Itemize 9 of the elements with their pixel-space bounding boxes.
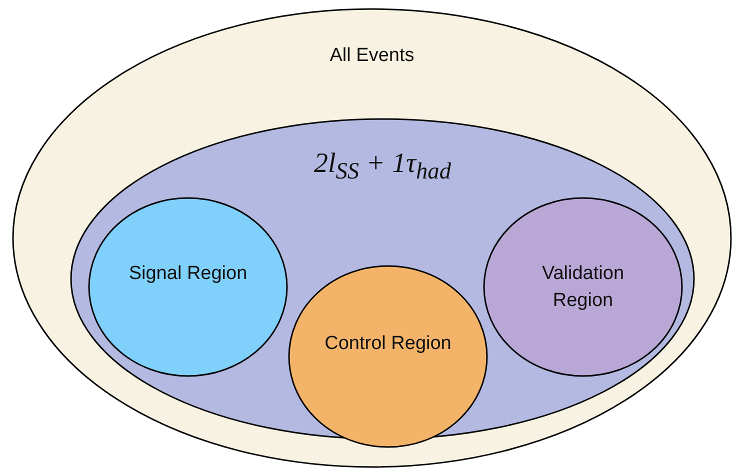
validation-region-circle (483, 197, 683, 377)
formula-label: 2l$_{SS}$ + 1τ$_{had}$ (312, 148, 452, 186)
signal-region-circle (88, 197, 288, 377)
outer-ellipse (12, 8, 732, 468)
region-label: Signal Region (128, 262, 248, 286)
control-region-circle (288, 265, 488, 448)
region-label: All Events (328, 44, 416, 68)
region-label: Control Region (324, 332, 452, 356)
region-label: Validation Region (540, 262, 626, 313)
